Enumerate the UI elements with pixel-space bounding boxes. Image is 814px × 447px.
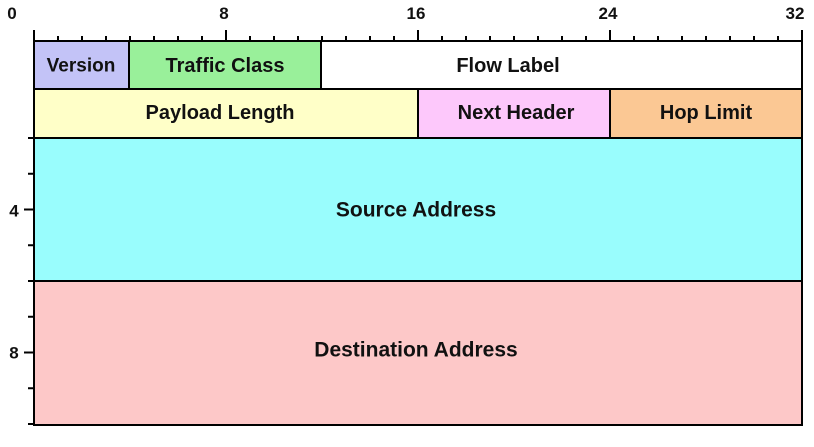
- bit-label-24: 24: [599, 4, 618, 23]
- next-header-label: Next Header: [458, 102, 575, 124]
- bit-label-8: 8: [219, 4, 228, 23]
- row-label-8: 8: [9, 344, 18, 363]
- destination-address-field: [33, 280, 803, 426]
- bit-label-0: 0: [7, 4, 16, 23]
- hop-limit-label: Hop Limit: [660, 102, 753, 124]
- payload-length-label: Payload Length: [146, 102, 295, 124]
- row-label-4: 4: [9, 202, 19, 221]
- next-header-field: [417, 88, 611, 139]
- bit-label-32: 32: [786, 4, 805, 23]
- traffic-class-field: [128, 40, 322, 90]
- flow-label-label: Flow Label: [456, 55, 559, 77]
- destination-address-label: Destination Address: [314, 339, 517, 362]
- destination-address-block: Destination Address: [33, 280, 803, 426]
- row-scale-labels: 4 8: [9, 202, 19, 363]
- hop-limit-field: [609, 88, 803, 139]
- header-row-2: Payload Length Next Header Hop Limit: [33, 88, 803, 139]
- source-address-label: Source Address: [336, 199, 496, 222]
- source-address-field: [33, 137, 803, 282]
- source-address-block: Source Address: [33, 137, 803, 282]
- version-label: Version: [47, 56, 116, 77]
- header-row-1: Version Traffic Class Flow Label: [33, 40, 803, 90]
- flow-label-field: [320, 40, 803, 90]
- bit-scale-labels: 0 8 16 24 32: [7, 4, 804, 23]
- bit-label-16: 16: [407, 4, 426, 23]
- traffic-class-label: Traffic Class: [166, 55, 285, 77]
